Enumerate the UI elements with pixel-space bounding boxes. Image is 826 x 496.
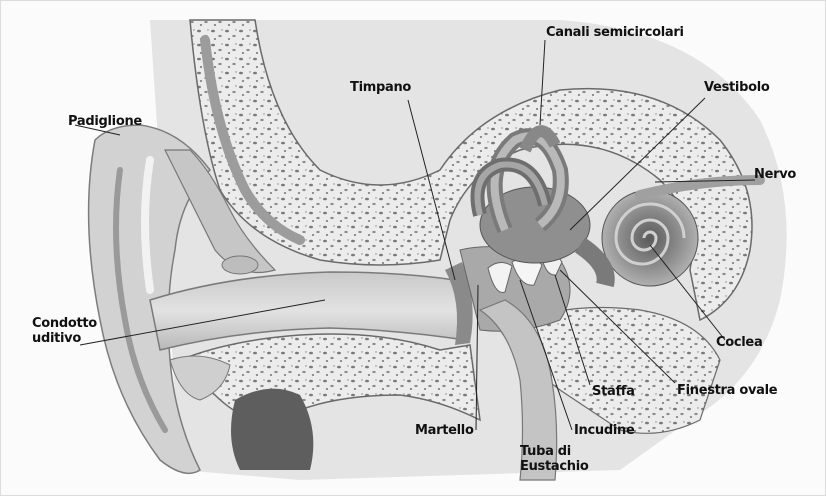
label-ear-canal-line2: uditivo bbox=[32, 331, 97, 346]
label-eustachian-tube-line2: Eustachio bbox=[520, 459, 589, 474]
label-ear-canal: Condotto uditivo bbox=[32, 316, 97, 346]
label-pinna: Padiglione bbox=[68, 114, 142, 129]
label-eardrum: Timpano bbox=[350, 80, 411, 95]
label-stapes: Staffa bbox=[592, 384, 635, 399]
label-incus: Incudine bbox=[574, 423, 635, 438]
label-oval-window: Finestra ovale bbox=[677, 383, 777, 398]
label-vestibule: Vestibolo bbox=[704, 80, 770, 95]
label-cochlea: Coclea bbox=[716, 335, 762, 350]
label-semicircular-canals: Canali semicircolari bbox=[546, 25, 684, 40]
label-malleus: Martello bbox=[415, 423, 474, 438]
label-eustachian-tube-line1: Tuba di bbox=[520, 444, 589, 459]
label-nerve: Nervo bbox=[754, 167, 796, 182]
label-eustachian-tube: Tuba di Eustachio bbox=[520, 444, 589, 474]
label-ear-canal-line1: Condotto bbox=[32, 316, 97, 331]
